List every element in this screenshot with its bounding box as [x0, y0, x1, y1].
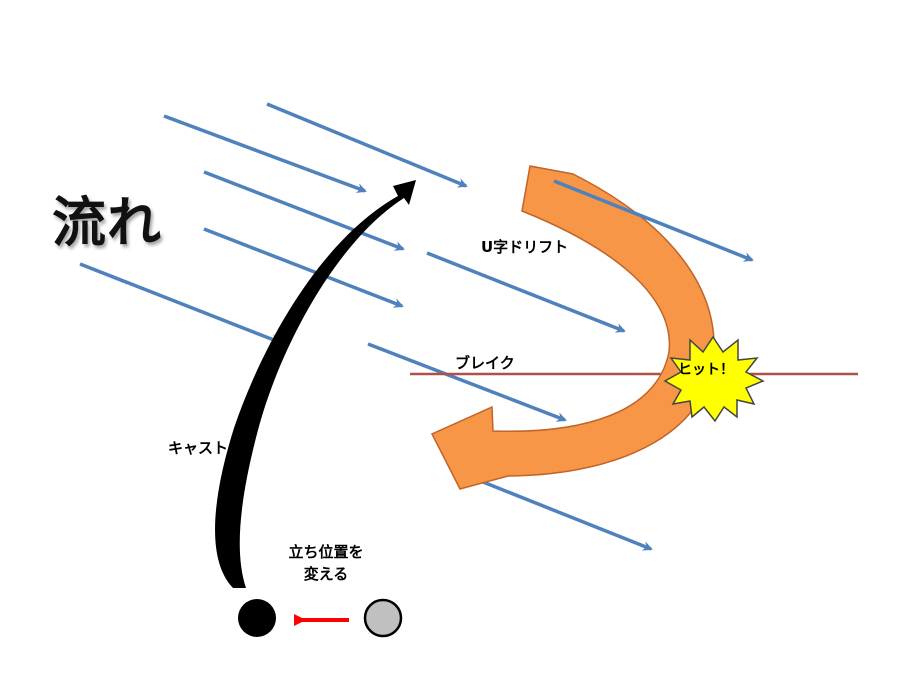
- current-arrow: [426, 251, 626, 333]
- change-position-line1: 立ち位置を: [288, 543, 364, 561]
- current-arrow: [203, 227, 404, 308]
- current-arrow: [163, 114, 367, 193]
- angler-current-position: [238, 599, 276, 637]
- change-position-note: 立ち位置を 変える: [272, 541, 380, 585]
- flow-title: 流れ: [52, 191, 162, 254]
- u-drift-path: [430, 165, 715, 490]
- current-arrow: [79, 262, 281, 344]
- current-arrow: [452, 468, 653, 551]
- current-arrow: [266, 102, 468, 188]
- current-arrows: [79, 102, 653, 551]
- current-arrow: [553, 179, 754, 262]
- change-position-line2: 変える: [303, 565, 349, 583]
- cast-curve: [215, 180, 416, 588]
- hit-label: ヒット！: [678, 362, 734, 378]
- break-label: ブレイク: [455, 354, 515, 372]
- current-arrow: [203, 170, 405, 251]
- u-drift-label: U字ドリフト: [481, 238, 569, 256]
- angler-previous-position: [363, 598, 403, 638]
- current-arrow: [367, 342, 567, 422]
- hit-burst-icon: [663, 335, 765, 423]
- cast-label: キャスト: [168, 439, 229, 457]
